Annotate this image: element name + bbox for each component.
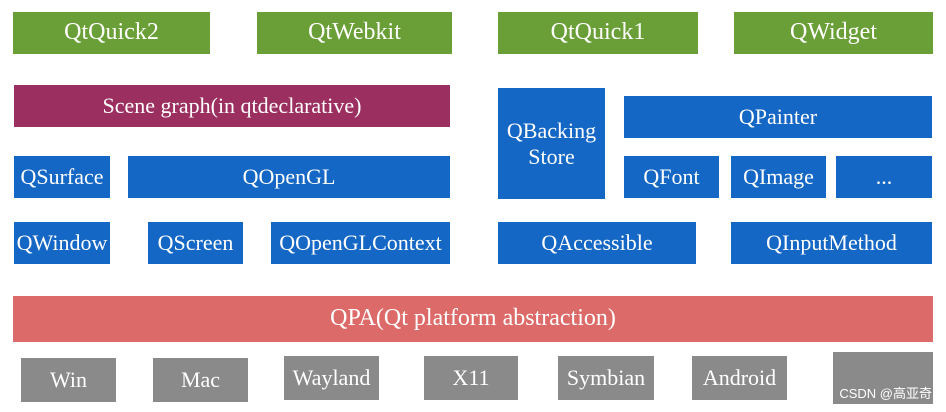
qbacking-store-block: QBacking Store [498, 88, 605, 199]
platform-wayland: Wayland [284, 356, 379, 400]
qpa-block: QPA(Qt platform abstraction) [13, 296, 933, 342]
qinputmethod-block: QInputMethod [731, 222, 932, 264]
module-qtquick1: QtQuick1 [498, 12, 698, 54]
scene-graph-block: Scene graph(in qtdeclarative) [14, 85, 450, 127]
qsurface-block: QSurface [14, 156, 110, 198]
module-qwidget: QWidget [734, 12, 933, 54]
qopenglcontext-block: QOpenGLContext [271, 222, 450, 264]
platform-symbian: Symbian [558, 356, 654, 400]
qopengl-block: QOpenGL [128, 156, 450, 198]
platform-x11: X11 [424, 356, 518, 400]
platform-unlabeled [833, 352, 933, 404]
module-qtquick2: QtQuick2 [13, 12, 210, 54]
qimage-block: QImage [731, 156, 826, 198]
platform-mac: Mac [153, 358, 248, 402]
qaccessible-block: QAccessible [498, 222, 696, 264]
ellipsis-block: ... [836, 156, 932, 198]
platform-win: Win [21, 358, 116, 402]
qpainter-block: QPainter [624, 96, 932, 138]
platform-android: Android [692, 356, 787, 400]
qscreen-block: QScreen [148, 222, 243, 264]
module-qtwebkit: QtWebkit [257, 12, 452, 54]
qfont-block: QFont [624, 156, 719, 198]
qwindow-block: QWindow [14, 222, 110, 264]
csdn-watermark: CSDN @高亚奇 [839, 386, 932, 401]
